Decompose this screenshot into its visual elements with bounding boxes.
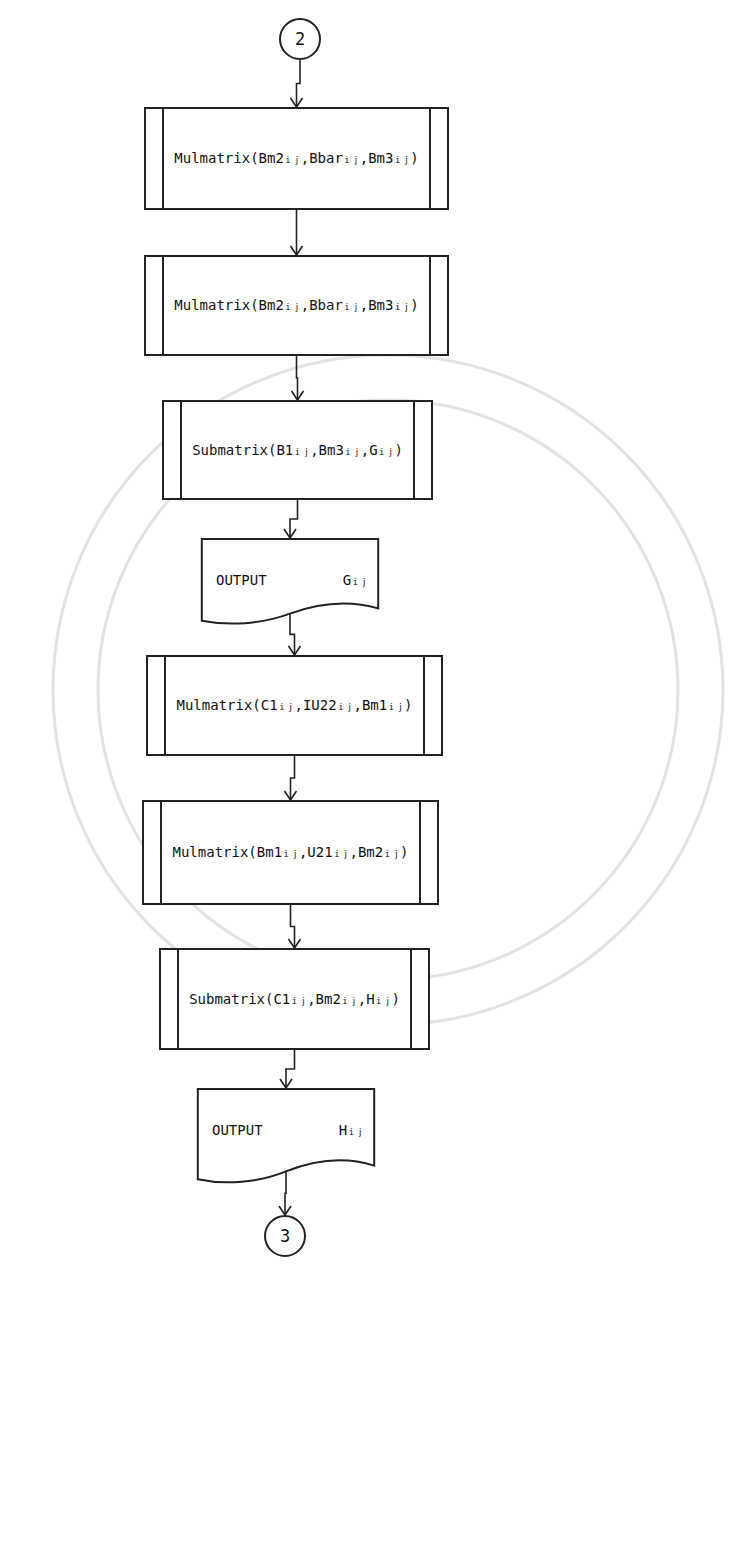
node-text: OUTPUT: [212, 1122, 263, 1139]
predefined-process-box: Mulmatrix(C1ᵢⱼ,IU22ᵢⱼ,Bm1ᵢⱼ): [146, 655, 443, 756]
process-side-bar: [429, 257, 431, 354]
connector-circle: 3: [264, 1215, 306, 1257]
process-side-bar: [162, 109, 164, 208]
process-side-bar: [160, 802, 162, 903]
node-text: Mulmatrix(Bm1ᵢⱼ,U21ᵢⱼ,Bm2ᵢⱼ): [172, 844, 408, 861]
process-side-bar: [413, 402, 415, 498]
flow-arrow: [296, 210, 298, 255]
predefined-process-box: Submatrix(C1ᵢⱼ,Bm2ᵢⱼ,Hᵢⱼ): [159, 948, 430, 1050]
process-side-bar: [162, 257, 164, 354]
process-side-bar: [177, 950, 179, 1048]
node-text: OUTPUT: [216, 572, 267, 589]
predefined-process-box: Mulmatrix(Bm2ᵢⱼ,Bbarᵢⱼ,Bm3ᵢⱼ): [144, 107, 449, 210]
node-text: Mulmatrix(Bm2ᵢⱼ,Bbarᵢⱼ,Bm3ᵢⱼ): [174, 150, 418, 167]
output-document: OUTPUT Gᵢⱼ: [200, 538, 380, 626]
connector-number: 3: [280, 1226, 290, 1246]
node-text: Submatrix(B1ᵢⱼ,Bm3ᵢⱼ,Gᵢⱼ): [192, 442, 403, 459]
predefined-process-box: Mulmatrix(Bm2ᵢⱼ,Bbarᵢⱼ,Bm3ᵢⱼ): [144, 255, 449, 356]
watermark-seal: [53, 355, 723, 1025]
predefined-process-box: Mulmatrix(Bm1ᵢⱼ,U21ᵢⱼ,Bm2ᵢⱼ): [142, 800, 439, 905]
process-side-bar: [164, 657, 166, 754]
node-text: Mulmatrix(C1ᵢⱼ,IU22ᵢⱼ,Bm1ᵢⱼ): [176, 697, 412, 714]
process-side-bar: [419, 802, 421, 903]
flow-arrow: [297, 356, 298, 400]
connector-circle: 2: [279, 18, 321, 60]
process-side-bar: [410, 950, 412, 1048]
flow-arrow: [290, 614, 295, 655]
node-text: Submatrix(C1ᵢⱼ,Bm2ᵢⱼ,Hᵢⱼ): [189, 991, 400, 1008]
flow-arrow: [286, 1050, 295, 1088]
flow-arrow: [290, 500, 298, 538]
process-side-bar: [423, 657, 425, 754]
flow-arrow: [291, 905, 295, 948]
flow-arrow: [285, 1171, 286, 1215]
node-text: Mulmatrix(Bm2ᵢⱼ,Bbarᵢⱼ,Bm3ᵢⱼ): [174, 297, 418, 314]
flow-arrow: [291, 756, 295, 800]
output-document: OUTPUT Hᵢⱼ: [196, 1088, 376, 1185]
node-text: Hᵢⱼ: [339, 1122, 364, 1139]
node-text: Gᵢⱼ: [343, 572, 368, 589]
flow-arrow: [297, 60, 301, 107]
process-side-bar: [180, 402, 182, 498]
predefined-process-box: Submatrix(B1ᵢⱼ,Bm3ᵢⱼ,Gᵢⱼ): [162, 400, 433, 500]
connector-number: 2: [295, 29, 305, 49]
process-side-bar: [429, 109, 431, 208]
